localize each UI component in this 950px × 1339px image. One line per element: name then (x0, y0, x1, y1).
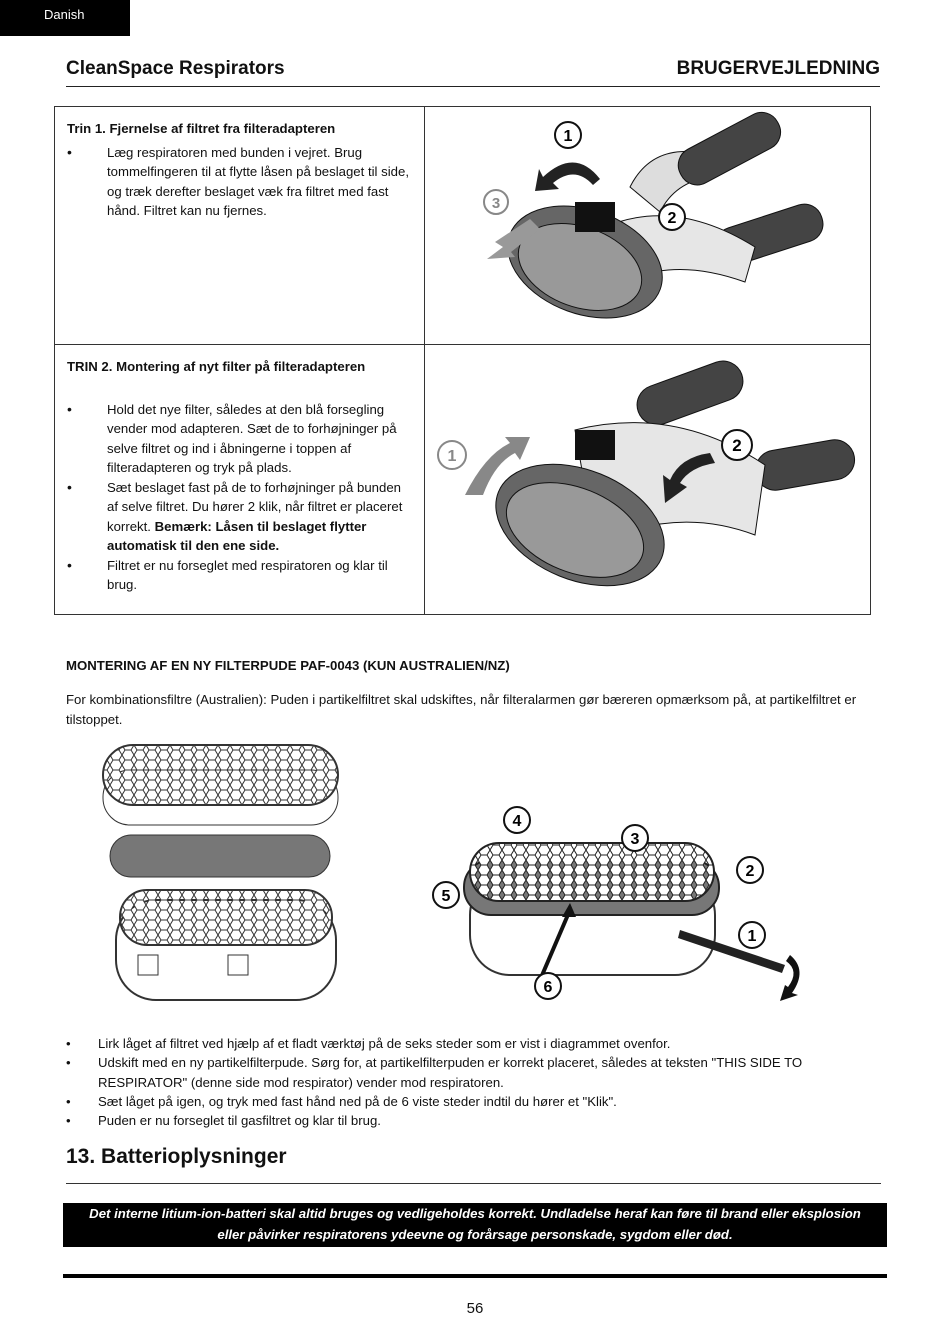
page-number: 56 (466, 1300, 484, 1317)
footer-rule (63, 1274, 887, 1278)
filterpad-exploded-illustration (102, 744, 339, 1001)
callout-number: 3 (631, 831, 640, 848)
callout-number: 1 (748, 928, 757, 945)
step2-image-cell: 1 2 (423, 344, 872, 615)
step1-image-cell: 1 2 3 (423, 106, 872, 345)
filter-body-icon (115, 889, 337, 1001)
filter-icon (494, 430, 665, 587)
step2-illustration: 1 2 (436, 360, 855, 587)
step2-bullet: Sæt beslaget fast på de to forhøjninger … (67, 478, 412, 556)
filter-icon (506, 202, 663, 319)
arrow-icon (534, 162, 600, 191)
callout-number: 2 (746, 863, 755, 880)
callout-circle-icon (436, 429, 753, 470)
steps-table: Trin 1. Fjernelse af filtret fra filtera… (54, 106, 872, 615)
arrow-icon (464, 437, 530, 495)
arrow-icon (486, 219, 540, 259)
callout-number: 5 (442, 888, 451, 905)
step1-title: Trin 1. Fjernelse af filtret fra filtera… (67, 121, 336, 136)
filterpad-assembly-illustration: 1 2 3 4 5 6 (432, 806, 800, 1001)
step1-illustration: 1 2 3 (482, 111, 824, 319)
step2-text: TRIN 2. Montering af nyt filter på filte… (54, 344, 425, 615)
list-item: Udskift med en ny partikelfilterpude. Sø… (66, 1053, 881, 1092)
page-header: CleanSpace Respirators BRUGERVEJLEDNING (66, 58, 880, 87)
callout-number: 1 (447, 448, 456, 465)
step2-bullet: Hold det nye filter, således at den blå … (67, 400, 412, 478)
callout-number: 3 (491, 195, 499, 212)
warning-line: Det interne litium-ion-batteri skal alti… (89, 1206, 861, 1221)
filterpad-title: MONTERING AF EN NY FILTERPUDE PAF-0043 (… (66, 658, 510, 673)
callout-number: 4 (513, 813, 522, 830)
callout-number: 2 (732, 436, 741, 455)
list-item: Sæt låget på igen, og tryk med fast hånd… (66, 1092, 881, 1112)
step2-bullet: Filtret er nu forseglet med respiratoren… (67, 556, 412, 595)
arrow-icon (662, 453, 715, 503)
filter-lid-icon (102, 744, 339, 826)
filterpad-instructions: Lirk låget af filtret ved hjælp af et fl… (66, 1034, 881, 1131)
header-brand: CleanSpace Respirators (66, 58, 285, 79)
callout-circle-icon (432, 806, 766, 1000)
filterpad-intro: For kombinationsfiltre (Australien): Pud… (66, 692, 857, 727)
language-tab: Danish (0, 0, 130, 36)
step1-bullet: Læg respiratoren med bunden i vejret. Br… (67, 143, 412, 221)
arrow-icon (538, 903, 576, 981)
callout-number: 2 (667, 210, 676, 227)
filter-pad-icon (109, 834, 331, 878)
list-item: Lirk låget af filtret ved hjælp af et fl… (66, 1034, 881, 1054)
callout-number: 6 (544, 979, 553, 996)
pry-tool-icon (678, 930, 800, 1001)
warning-line: eller påvirker respiratorens ydeevne og … (217, 1227, 733, 1242)
filter-assembly-icon (463, 842, 720, 976)
step1-text: Trin 1. Fjernelse af filtret fra filtera… (54, 106, 425, 345)
header-manual-title: BRUGERVEJLEDNING (676, 58, 880, 79)
step2-title: TRIN 2. Montering af nyt filter på filte… (67, 359, 366, 374)
callout-circle-icon (482, 121, 686, 231)
section-13-heading: 13. Batterioplysninger (66, 1145, 881, 1184)
callout-number: 1 (563, 128, 572, 145)
list-item: Puden er nu forseglet til gasfiltret og … (66, 1111, 881, 1131)
step2-note: Bemærk: Låsen til beslaget flytter autom… (107, 518, 367, 554)
battery-warning-box: Det interne litium-ion-batteri skal alti… (63, 1203, 887, 1247)
step2-bullet-text: Sæt beslaget fast på de to forhøjninger … (107, 479, 403, 534)
